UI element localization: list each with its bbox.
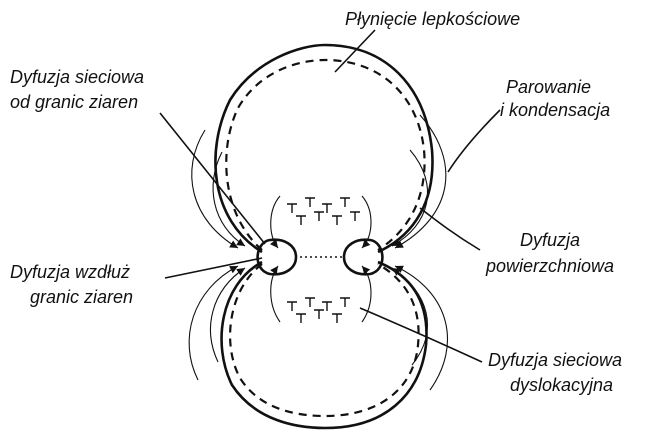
- dislocation-symbols-upper: [287, 198, 360, 225]
- label-gb-diffusion-line2: granic ziaren: [30, 287, 133, 307]
- left-neck-circle: [258, 240, 296, 275]
- upper-particle-outline: [215, 45, 432, 252]
- label-dislocation-diffusion-line1: Dyfuzja sieciowa: [488, 350, 622, 370]
- upper-particle-dashed-outline: [226, 60, 424, 250]
- leader-lattice-diffusion-gb: [160, 113, 265, 244]
- label-surface-diffusion-line2: powierzchniowa: [485, 256, 614, 276]
- transport-arrow-lower-right-outer: [395, 266, 448, 390]
- label-evaporation-line2: i kondensacja: [500, 100, 610, 120]
- transport-arrow-lower-right-inner: [392, 268, 427, 365]
- leader-gb-diffusion: [165, 258, 262, 278]
- label-dislocation-diffusion-line2: dyslokacyjna: [510, 375, 613, 395]
- transport-arrow-upper-right-inner: [392, 150, 428, 246]
- leader-dislocation-diffusion: [360, 308, 482, 362]
- label-surface-diffusion-line1: Dyfuzja: [520, 230, 580, 250]
- label-viscous-flow: Płynięcie lepkościowe: [345, 9, 520, 29]
- dislocation-symbols-lower: [287, 298, 350, 323]
- label-lattice-diffusion-gb-line1: Dyfuzja sieciowa: [10, 67, 144, 87]
- transport-arrow-lower-left-outer: [189, 266, 238, 380]
- label-evaporation-line1: Parowanie: [506, 77, 591, 97]
- lower-particle-outline: [222, 262, 427, 428]
- leader-viscous-flow: [335, 30, 375, 72]
- lower-particle-dashed-outline: [230, 264, 419, 416]
- transport-arrow-upper-right-outer: [395, 115, 446, 248]
- right-neck-circle: [344, 240, 382, 275]
- label-gb-diffusion-line1: Dyfuzja wzdłuż: [10, 262, 130, 282]
- leader-evaporation: [448, 110, 500, 172]
- leader-surface-diffusion: [420, 208, 480, 250]
- label-lattice-diffusion-gb-line2: od granic ziaren: [10, 92, 138, 112]
